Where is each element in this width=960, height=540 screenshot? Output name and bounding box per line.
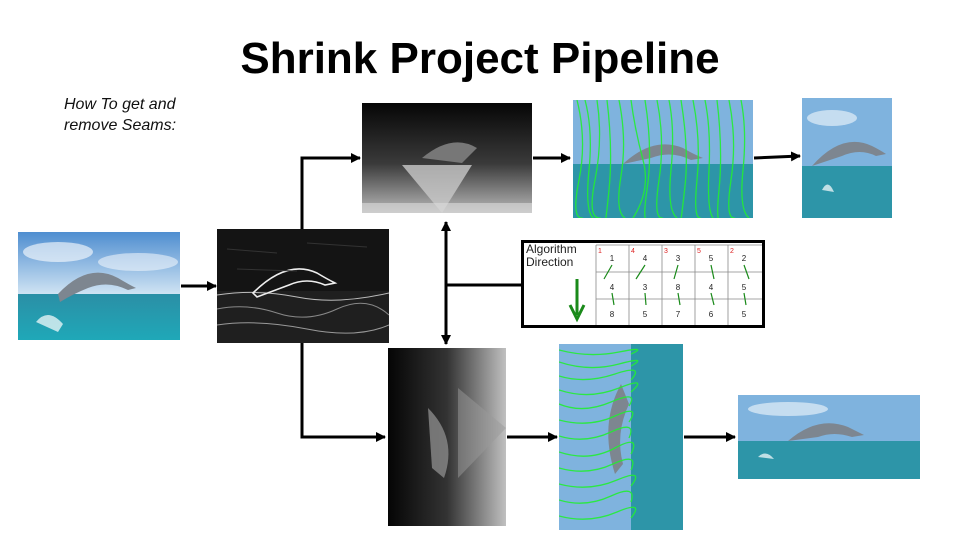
- dolphin-photo: [18, 232, 180, 340]
- grid-cell: 4: [610, 283, 615, 292]
- arrow-energy-to-cumulative-bottom: [300, 343, 386, 442]
- shrunk-height-result: [738, 395, 920, 479]
- shrunk-width-result: [802, 98, 892, 218]
- algorithm-direction-box: Algorithm Direction 1 4 3 5 2 4 3 8 4 5 8 5 7 6 5 1 4 3 5 2: [521, 240, 765, 328]
- grid-cell: 1: [610, 254, 615, 263]
- arrow-seams-to-result-top: [753, 151, 801, 162]
- grid-cell: 5: [742, 283, 747, 292]
- grid-cell: 4: [709, 283, 714, 292]
- seams-top-image: [573, 100, 753, 218]
- edge-energy-map: [217, 229, 389, 343]
- grid-cell: 3: [643, 283, 648, 292]
- cumulative-energy-rotated: [388, 348, 506, 526]
- grid-cell: 5: [709, 254, 714, 263]
- original-dolphin-image: [18, 232, 180, 340]
- grid-cell: 8: [676, 283, 681, 292]
- result-top-image: [802, 98, 892, 218]
- grid-cell: 7: [676, 310, 681, 319]
- grid-cell: 2: [742, 254, 747, 263]
- red-cell-label: 3: [664, 248, 668, 255]
- grid-cell: 5: [742, 310, 747, 319]
- seams-overlay-vertical: [573, 100, 753, 218]
- red-cell-label: 2: [730, 248, 734, 255]
- cumulative-energy-vertical: [362, 103, 532, 213]
- red-cell-label: 4: [631, 248, 635, 255]
- seams-bottom-image: [559, 344, 683, 530]
- red-cell-label: 1: [598, 248, 602, 255]
- grid-cell: 6: [709, 310, 714, 319]
- grid-cell: 4: [643, 254, 648, 263]
- down-arrow-icon: [568, 279, 586, 323]
- page-title: Shrink Project Pipeline: [240, 34, 720, 83]
- arrow-energy-to-cumulative-top: [300, 153, 361, 229]
- energy-map-image: [217, 229, 389, 343]
- result-bottom-image: [738, 395, 920, 479]
- cumulative-energy-top-image: [362, 103, 532, 213]
- seams-note: How To get and remove Seams:: [64, 96, 177, 134]
- red-cell-label: 5: [697, 248, 701, 255]
- grid-cell: 8: [610, 310, 615, 319]
- seams-overlay-rotated: [559, 344, 683, 530]
- algorithm-grid: 1 4 3 5 2 4 3 8 4 5 8 5 7 6 5 1 4 3 5 2: [568, 244, 762, 325]
- grid-cell: 5: [643, 310, 648, 319]
- grid-cell: 3: [676, 254, 681, 263]
- cumulative-energy-bottom-image: [388, 348, 506, 526]
- algorithm-label: Algorithm Direction: [526, 242, 577, 269]
